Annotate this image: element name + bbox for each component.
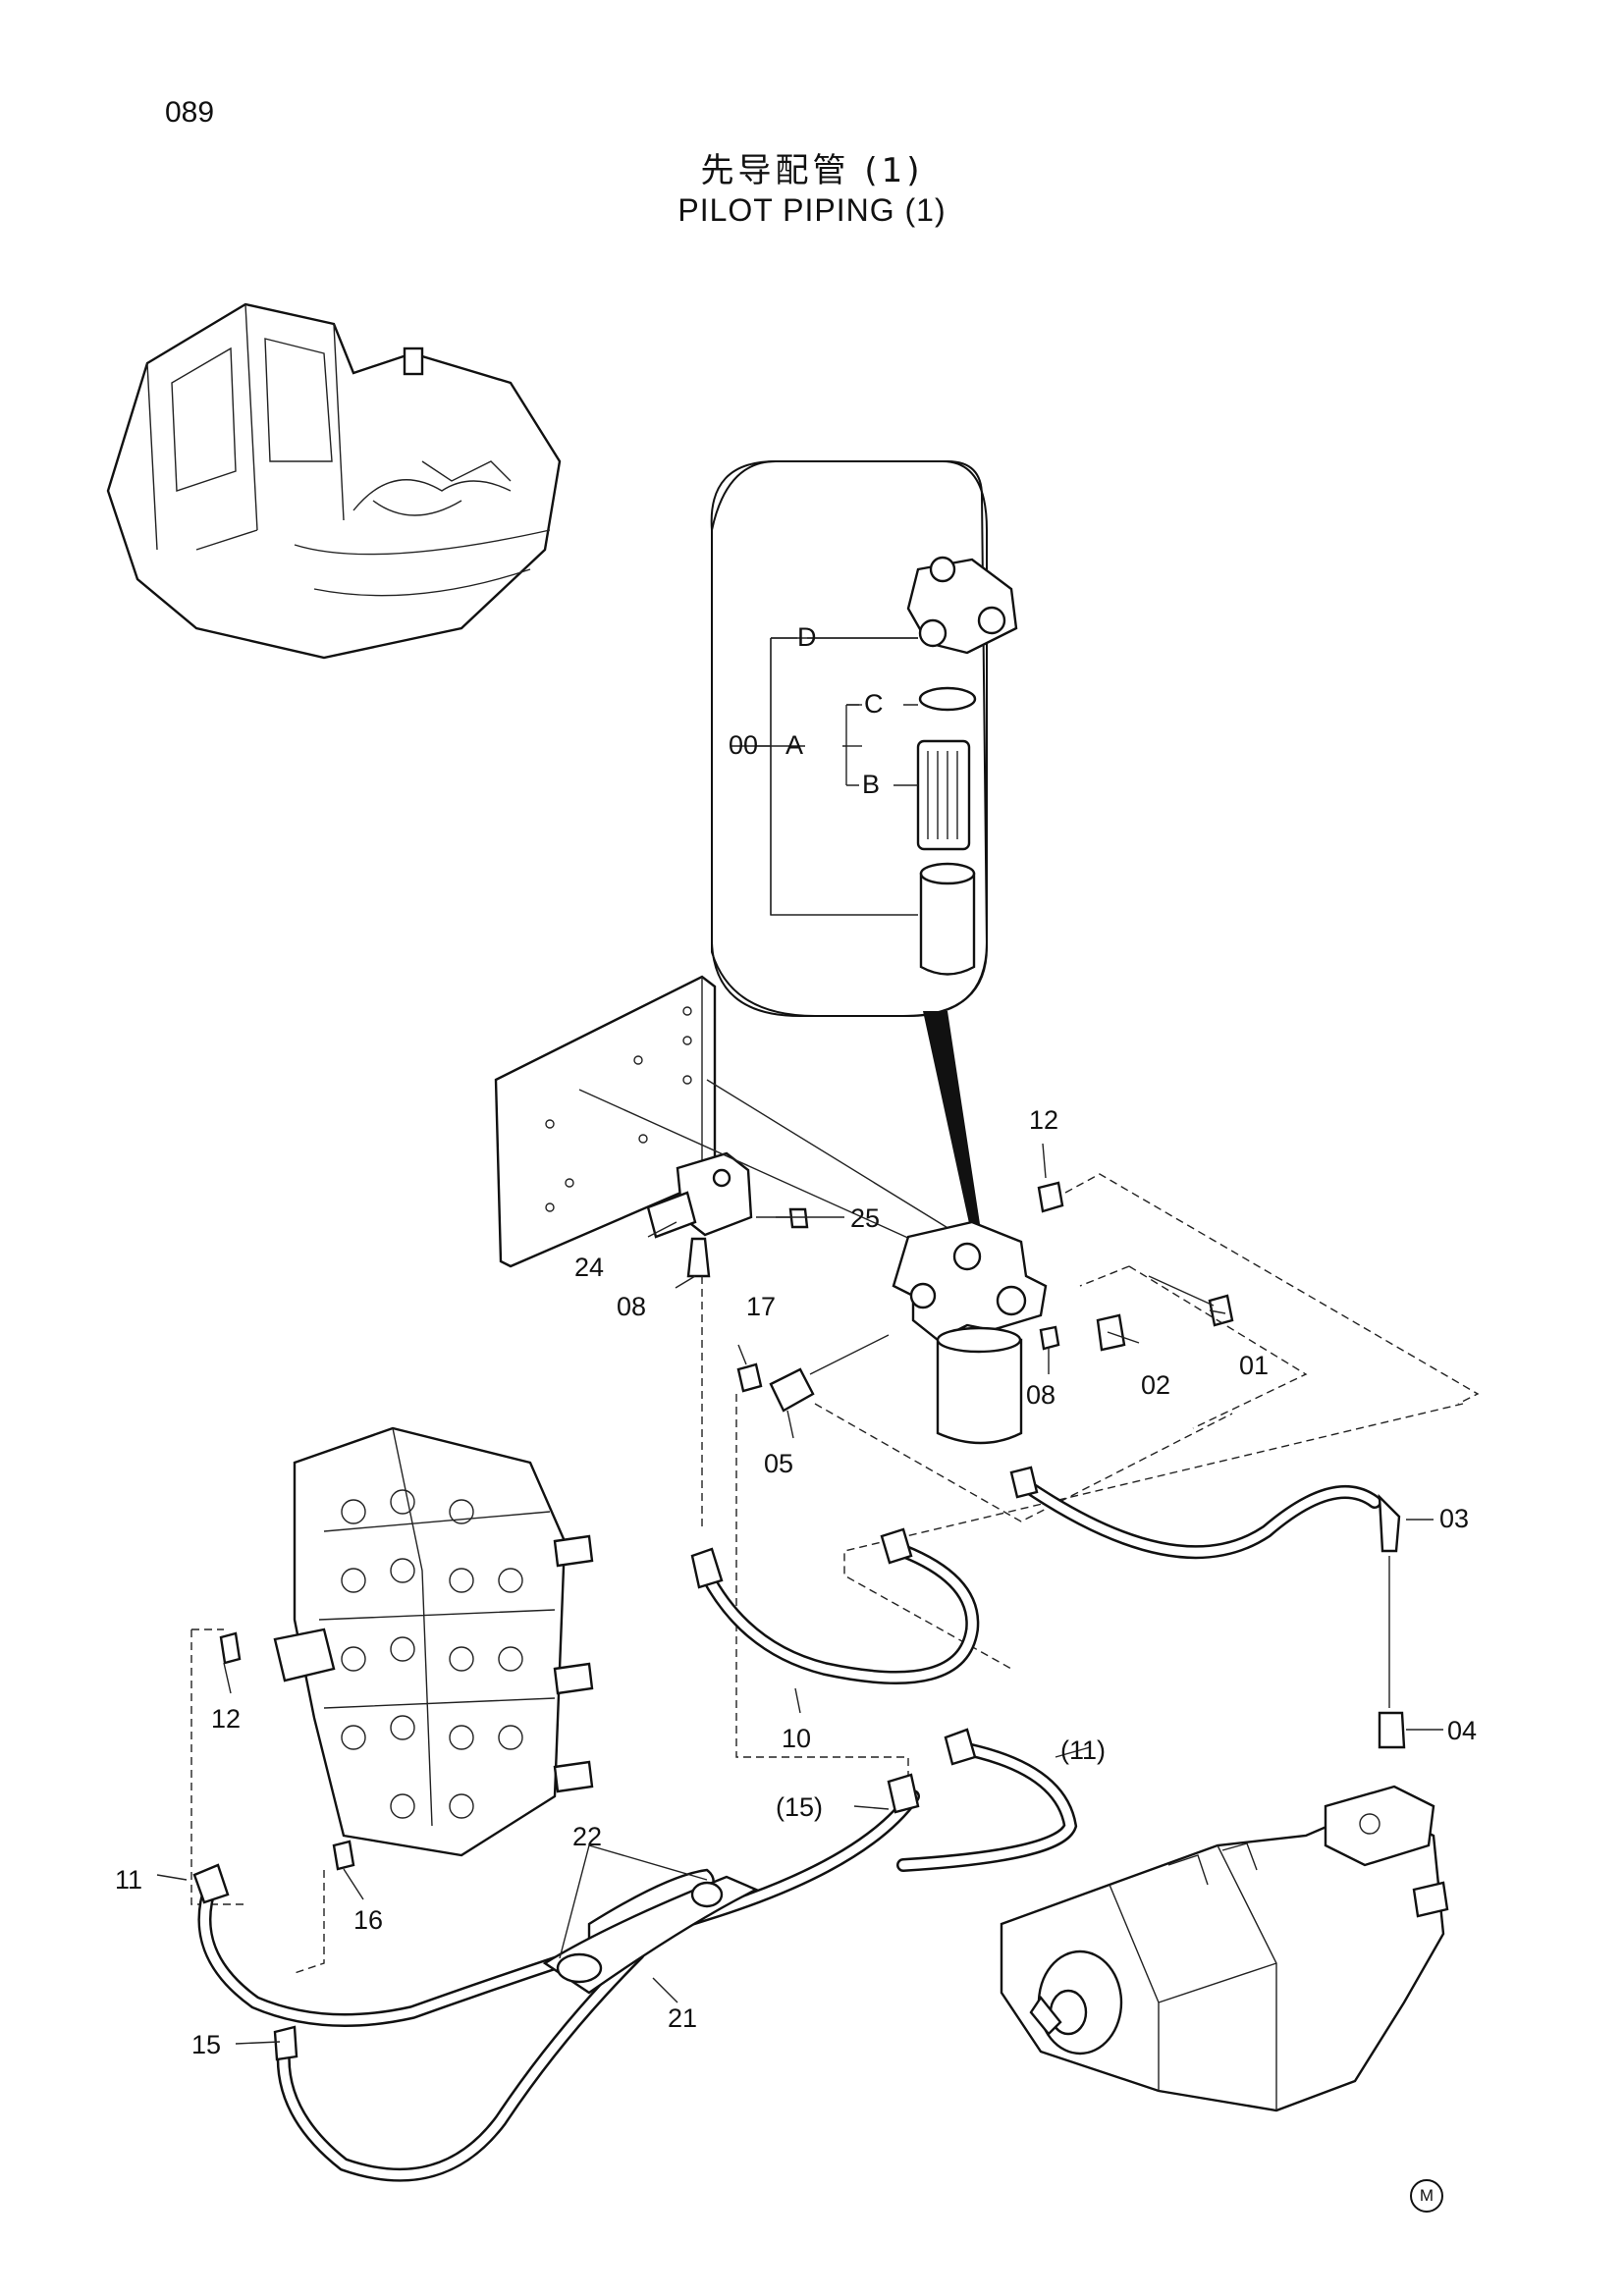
hydraulic-pump: [1000, 1785, 1449, 2112]
callout-04: 04: [1447, 1716, 1477, 1745]
leader-lines: [156, 637, 1443, 2045]
callout-A: A: [785, 730, 803, 760]
mounting-plate: [494, 975, 983, 1278]
filter-detail-callout: [710, 460, 1018, 1237]
callout-11: 11: [115, 1865, 142, 1895]
callout-15: 15: [191, 2030, 221, 2059]
callout-01: 01: [1239, 1351, 1269, 1380]
callout-B: B: [862, 770, 880, 799]
callout-11-paren: (11): [1060, 1735, 1106, 1765]
callout-24: 24: [574, 1253, 604, 1282]
pilot-hoses: [690, 1466, 1406, 1872]
callout-12-left: 12: [211, 1704, 241, 1734]
callout-25: 25: [850, 1203, 880, 1233]
callout-08-right: 08: [1026, 1380, 1056, 1410]
callout-08-left: 08: [617, 1292, 646, 1321]
callout-labels: D C 00 A B 12 25 24 08 17 08 02 01 05 03…: [115, 622, 1477, 2059]
page-number: 089: [165, 96, 215, 129]
hose-bundle: [192, 1773, 920, 2182]
callout-15-paren: (15): [776, 1792, 823, 1822]
callout-03: 03: [1439, 1504, 1469, 1533]
callout-05: 05: [764, 1449, 793, 1478]
callout-C: C: [864, 689, 884, 719]
callout-21: 21: [668, 2003, 697, 2033]
control-valve: [190, 1426, 594, 1974]
callout-00: 00: [729, 730, 758, 760]
callout-02: 02: [1141, 1370, 1170, 1400]
callout-16: 16: [353, 1905, 383, 1935]
corner-mark: M: [1410, 2179, 1443, 2213]
callout-D: D: [797, 622, 817, 652]
callout-17: 17: [746, 1292, 776, 1321]
callout-12-top: 12: [1029, 1105, 1058, 1135]
title-chinese: 先导配管 (1): [700, 151, 924, 190]
title-english: PILOT PIPING (1): [677, 192, 947, 228]
callout-10: 10: [782, 1724, 811, 1753]
pilot-filter-assembly: [701, 1173, 1480, 1791]
callout-22: 22: [572, 1822, 602, 1851]
excavator-overview: [106, 302, 562, 660]
